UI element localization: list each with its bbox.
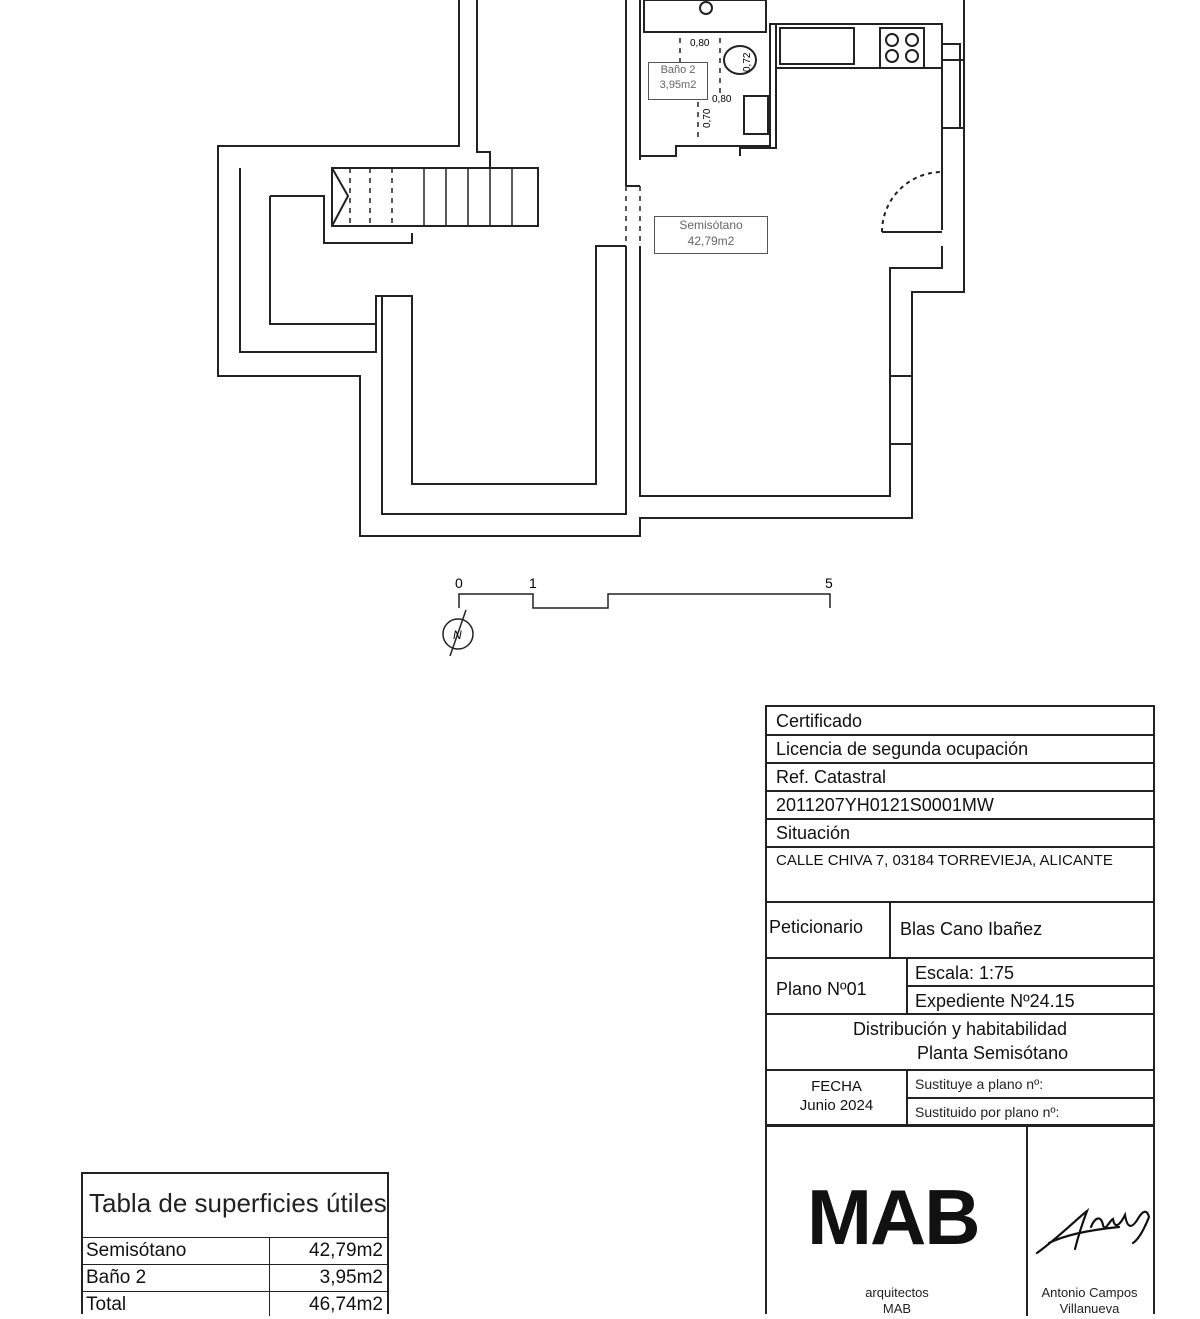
expediente-label: Expediente Nº24.15 (915, 991, 1075, 1011)
scale-tick-label: 5 (825, 575, 833, 591)
signature-icon (1035, 1207, 1151, 1255)
north-arrow-icon: N (442, 609, 474, 657)
table-row: Semisótano 42,79m2 (83, 1237, 387, 1265)
fecha-label: FECHA (811, 1078, 862, 1095)
floor-plan-drawing: 0,80 0,72 0,80 0,70 0 1 5 N (217, 0, 965, 657)
peticionario-label: Peticionario (769, 917, 864, 937)
inner-wall (381, 246, 627, 515)
table-row: Baño 2 3,95m2 (83, 1264, 387, 1292)
scale-tick-label: 1 (529, 575, 537, 591)
surface-area: 46,74m2 (309, 1294, 383, 1315)
room-area: 42,79m2 (687, 234, 735, 248)
room-area: 3,95m2 (659, 79, 697, 91)
situacion-label: Situación (776, 823, 851, 843)
drawing-title-line1: Distribución y habitabilidad (852, 1019, 1068, 1039)
certificado-label: Certificado (776, 711, 863, 731)
dim-label: 0,72 (742, 52, 753, 72)
surface-area: 3,95m2 (319, 1267, 383, 1288)
plano-number: Plano Nº01 (776, 979, 867, 999)
scale-tick-label: 0 (455, 575, 463, 591)
surfaces-table: Tabla de superficies útiles Semisótano 4… (81, 1172, 389, 1316)
sustituye-label: Sustituye a plano nº: (915, 1076, 1044, 1092)
inner-wall (639, 246, 943, 497)
surface-name: Baño 2 (86, 1267, 147, 1288)
drawing-title-line2: Planta Semisótano (917, 1043, 1069, 1063)
sustituido-label: Sustituido por plano nº: (915, 1104, 1060, 1120)
outer-wall (217, 0, 965, 537)
room-label-semisotano: Semisótano 42,79m2 (654, 216, 768, 254)
inner-wall (270, 195, 413, 244)
fecha-value: Junio 2024 (799, 1097, 874, 1114)
title-block: Certificado Licencia de segunda ocupació… (765, 705, 1155, 1316)
logo-caption: arquitectos (865, 1285, 929, 1300)
inner-wall (239, 168, 626, 485)
inner-wall (269, 196, 376, 325)
logo-caption: MAB (882, 1301, 912, 1316)
surface-name: Semisótano (86, 1240, 187, 1261)
dim-label: 0,70 (702, 108, 713, 128)
surface-area: 42,79m2 (309, 1240, 383, 1261)
ref-catastral-label: Ref. Catastral (776, 767, 887, 787)
surface-name: Total (86, 1294, 127, 1315)
scale-bar (458, 593, 831, 609)
mab-logo: MAB (807, 1173, 981, 1261)
peticionario-value: Blas Cano Ibañez (900, 919, 1043, 939)
licencia-label: Licencia de segunda ocupación (776, 739, 1029, 759)
dim-label: 0,80 (712, 94, 732, 105)
escala-label: Escala: 1:75 (915, 963, 1015, 983)
signer-name: Antonio Campos (1041, 1285, 1138, 1300)
room-name: Baño 2 (660, 64, 696, 76)
svg-text:N: N (453, 628, 462, 642)
room-name: Semisótano (679, 218, 743, 232)
signer-name: Villanueva (1059, 1301, 1120, 1316)
ref-catastral-value: 2011207YH0121S0001MW (776, 795, 994, 815)
situacion-value: CALLE CHIVA 7, 03184 TORREVIEJA, ALICANT… (776, 852, 1113, 869)
table-row: Total 46,74m2 (83, 1291, 387, 1319)
wall-segment (476, 0, 491, 168)
surfaces-table-title: Tabla de superficies útiles (89, 1188, 387, 1218)
dim-label: 0,80 (690, 38, 710, 49)
room-label-bano: Baño 2 3,95m2 (648, 62, 708, 100)
